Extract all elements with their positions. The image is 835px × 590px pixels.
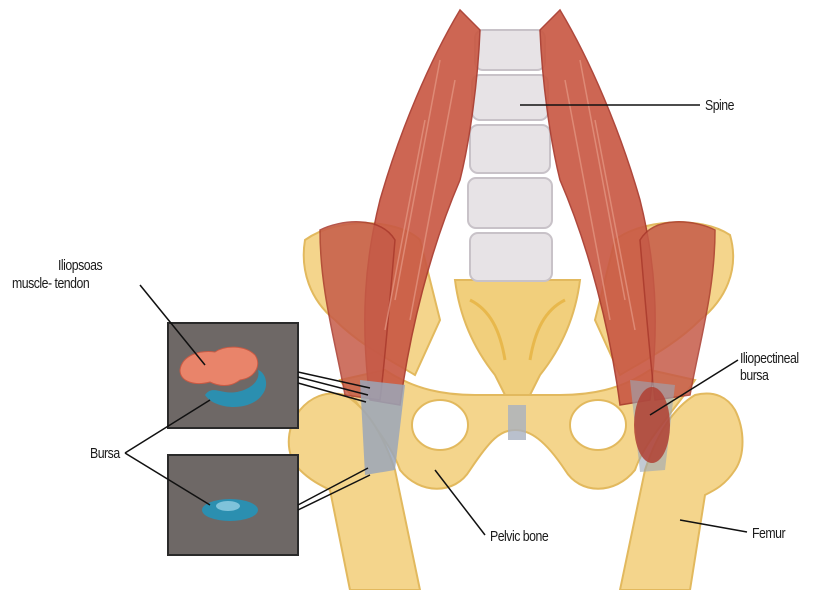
label-pelvic-bone: Pelvic bone bbox=[490, 528, 548, 545]
spine bbox=[468, 30, 552, 281]
label-iliopectineal-line2: bursa bbox=[740, 367, 768, 384]
inset-bottom bbox=[168, 455, 298, 555]
label-spine: Spine bbox=[705, 97, 734, 114]
label-femur: Femur bbox=[752, 525, 785, 542]
label-iliopsoas-line1: Iliopsoas bbox=[58, 257, 102, 274]
label-iliopectineal-line1: Iliopectineal bbox=[740, 350, 799, 367]
sacrum bbox=[455, 280, 580, 395]
label-bursa: Bursa bbox=[90, 445, 120, 462]
iliopectineal-bursa bbox=[634, 387, 670, 463]
inset-top bbox=[168, 323, 298, 428]
label-iliopsoas-line2: muscle- tendon bbox=[12, 275, 89, 292]
